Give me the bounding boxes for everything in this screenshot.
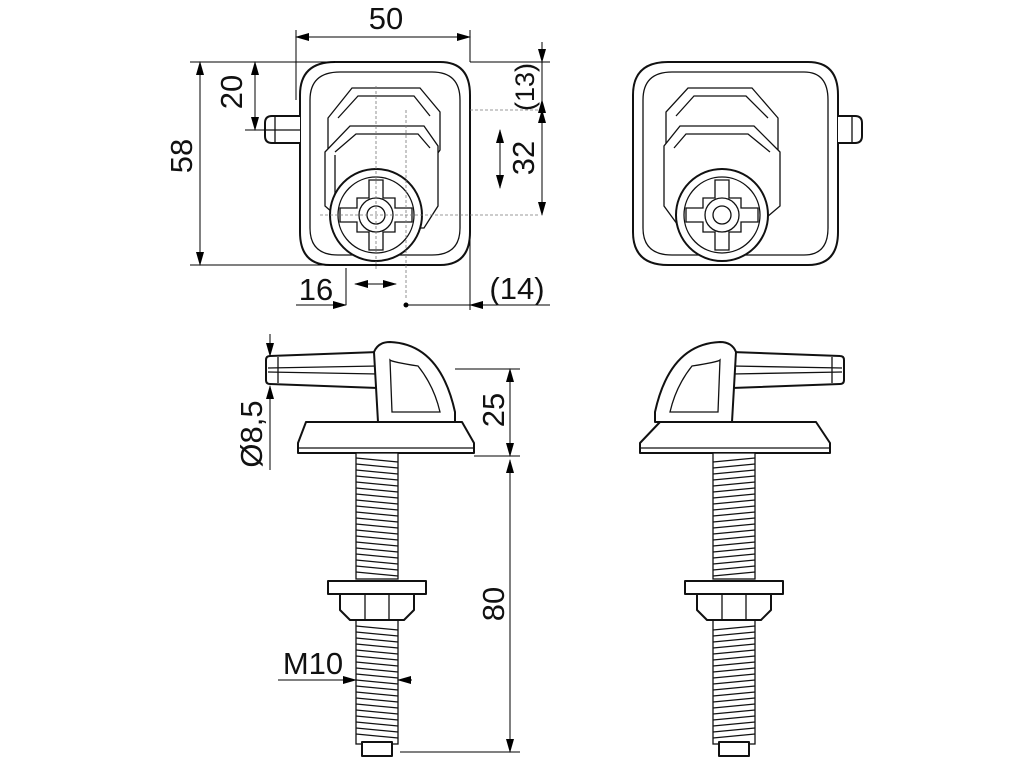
side-view-right xyxy=(639,341,845,757)
dim-top-width: 50 xyxy=(369,1,403,36)
dim-top-center: 16 xyxy=(299,272,333,307)
side-dimensions xyxy=(266,334,520,753)
dim-top-travel: 32 xyxy=(506,141,541,175)
dim-side-head: 25 xyxy=(476,393,511,427)
dim-top-offset: 20 xyxy=(214,75,249,109)
top-view-right xyxy=(632,61,863,266)
dim-side-length: 80 xyxy=(476,587,511,621)
dim-side-thread: M10 xyxy=(283,646,343,681)
dim-top-small: (13) xyxy=(510,63,540,111)
top-view-left xyxy=(264,61,540,300)
dim-top-height: 58 xyxy=(164,139,199,173)
dim-side-diameter: Ø8,5 xyxy=(234,400,269,467)
dim-top-right: (14) xyxy=(489,271,544,306)
side-view-left xyxy=(265,341,475,757)
top-dimensions xyxy=(190,30,550,310)
bolt-thread-left xyxy=(355,452,399,757)
